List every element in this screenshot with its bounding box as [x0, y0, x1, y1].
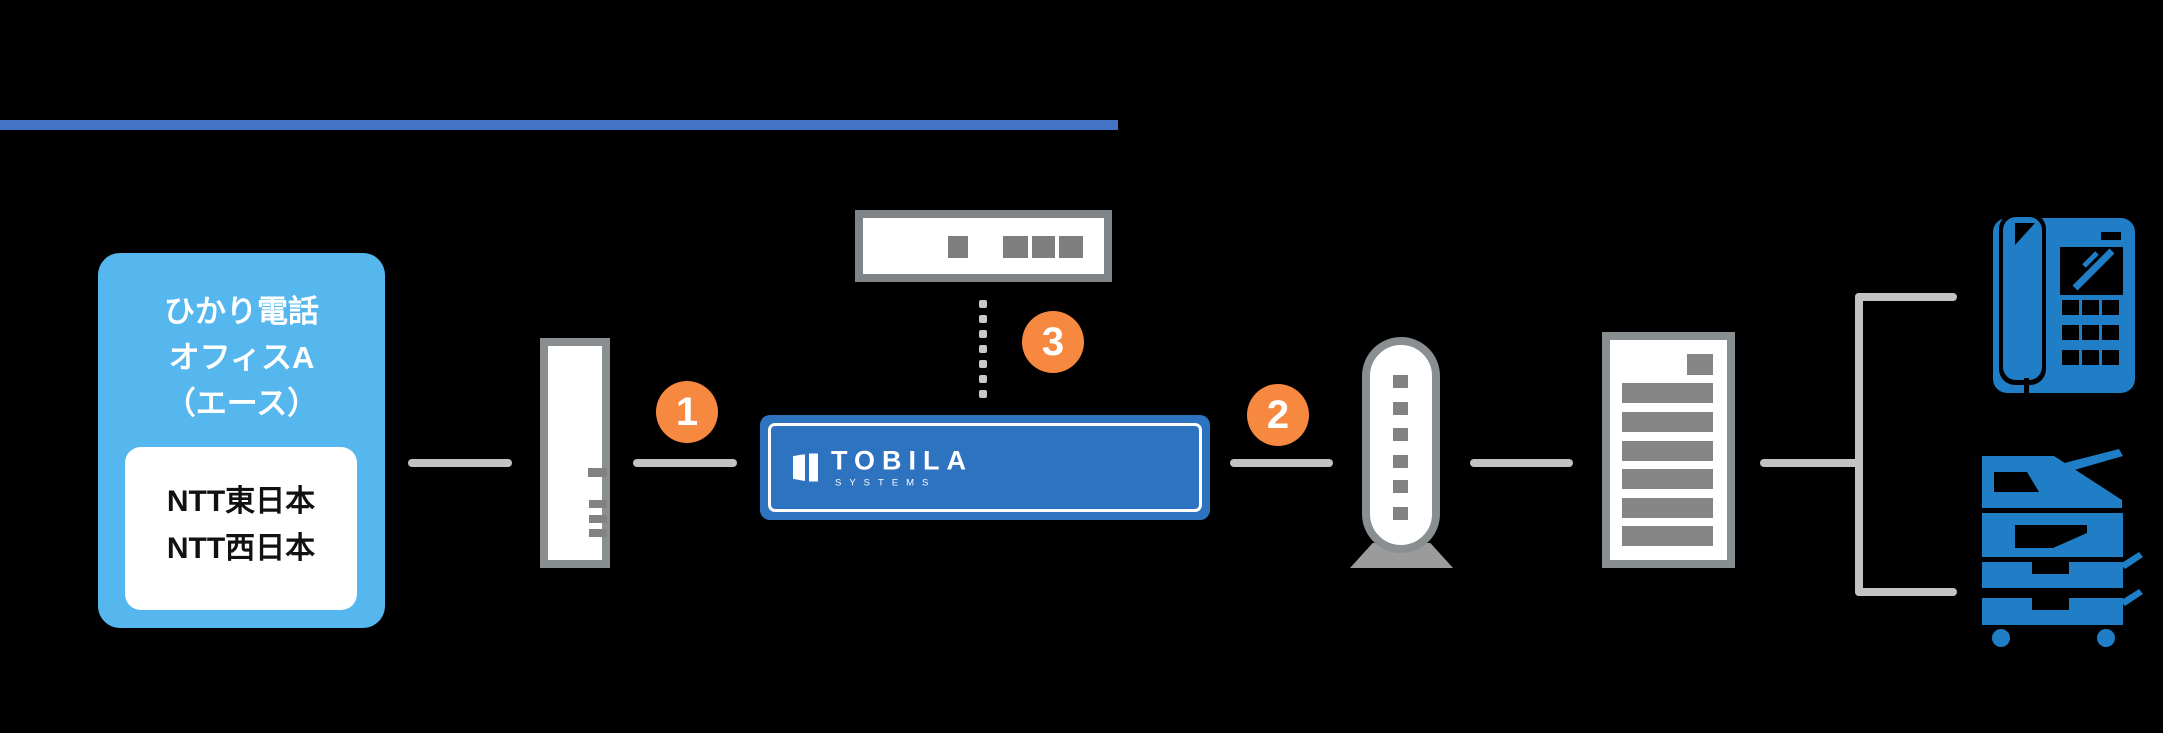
ont-led-mark: [1393, 455, 1408, 468]
step-3-number: 3: [1041, 319, 1065, 364]
dotted-link-dot: [979, 345, 987, 353]
server-bay-mark: [1622, 498, 1713, 518]
bracket-line-to-mfp: [1855, 588, 1957, 596]
step-2-number: 2: [1266, 392, 1290, 437]
ont-device-icon: [1362, 337, 1440, 553]
ont-led-mark: [1393, 428, 1408, 441]
hub-port-mark: [1032, 236, 1055, 258]
carrier-operators-box: NTT東日本 NTT西日本: [125, 447, 357, 610]
server-bay-mark: [1622, 441, 1713, 461]
tobila-sub-brand: SYSTEMS: [835, 477, 937, 488]
carrier-operators-text: NTT東日本 NTT西日本: [125, 478, 357, 572]
dotted-link-dot: [979, 330, 987, 338]
ont-led-mark: [1393, 402, 1408, 415]
header-underline: [0, 120, 1118, 130]
carrier-title-line-2: オフィスA: [168, 340, 315, 375]
server-bay-mark: [1622, 412, 1713, 432]
tobila-appliance: TOBILA SYSTEMS: [760, 415, 1210, 520]
bracket-line-to-phone: [1855, 293, 1957, 301]
onu-port-mark: [589, 529, 607, 537]
server-bay-mark: [1622, 383, 1713, 403]
dotted-link-dot: [979, 390, 987, 398]
dotted-link-dot: [979, 360, 987, 368]
ont-led-mark: [1393, 507, 1408, 520]
carrier-title-line-1: ひかり電話: [164, 294, 319, 329]
tobila-brand-name: TOBILA: [831, 445, 973, 475]
onu-device-icon: [540, 338, 610, 568]
step-1-number: 1: [675, 389, 699, 434]
step-badge-2: 2: [1247, 384, 1309, 446]
carrier-service-title: ひかり電話 オフィスA （エース）: [98, 289, 385, 427]
bracket-vertical-line: [1855, 293, 1863, 596]
hub-port-mark: [1059, 236, 1083, 258]
router-hub-icon: [855, 210, 1112, 282]
tobila-logo-mark-icon: [809, 453, 818, 482]
tobila-logo-mark-icon: [793, 454, 805, 481]
dotted-link-dot: [979, 315, 987, 323]
server-bay-mark: [1622, 469, 1713, 489]
step-badge-1: 1: [656, 381, 718, 443]
step-badge-3: 3: [1022, 311, 1084, 373]
carrier-operator-line-2: NTT西日本: [166, 532, 316, 565]
mfp-printer-icon: [1982, 448, 2143, 648]
link-ont-to-pbx: [1470, 459, 1573, 467]
onu-port-mark: [589, 515, 607, 523]
link-carrier-to-onu: [408, 459, 512, 467]
server-bay-mark: [1622, 526, 1713, 546]
pbx-server-icon: [1602, 332, 1735, 568]
onu-port-mark: [589, 500, 607, 508]
link-pbx-to-bracket: [1760, 459, 1863, 467]
tobila-logo-text: TOBILA SYSTEMS: [831, 445, 973, 489]
link-tobila-to-ont: [1230, 459, 1333, 467]
tobila-logo: TOBILA SYSTEMS: [793, 447, 973, 488]
hub-port-mark: [1003, 236, 1028, 258]
tobila-inner-border: [768, 423, 1202, 512]
carrier-operator-line-1: NTT東日本: [166, 485, 316, 518]
link-onu-to-tobila: [633, 459, 737, 467]
onu-port-mark: [588, 468, 607, 477]
hub-port-mark: [948, 236, 968, 258]
carrier-service-box: ひかり電話 オフィスA （エース） NTT東日本 NTT西日本: [98, 253, 385, 628]
carrier-title-line-3: （エース）: [164, 386, 319, 421]
ont-led-mark: [1393, 375, 1408, 388]
server-slot-mark: [1687, 354, 1713, 375]
ont-led-mark: [1393, 480, 1408, 493]
dotted-link-dot: [979, 300, 987, 308]
business-phone-icon: [1988, 213, 2138, 395]
dotted-link-dot: [979, 375, 987, 383]
